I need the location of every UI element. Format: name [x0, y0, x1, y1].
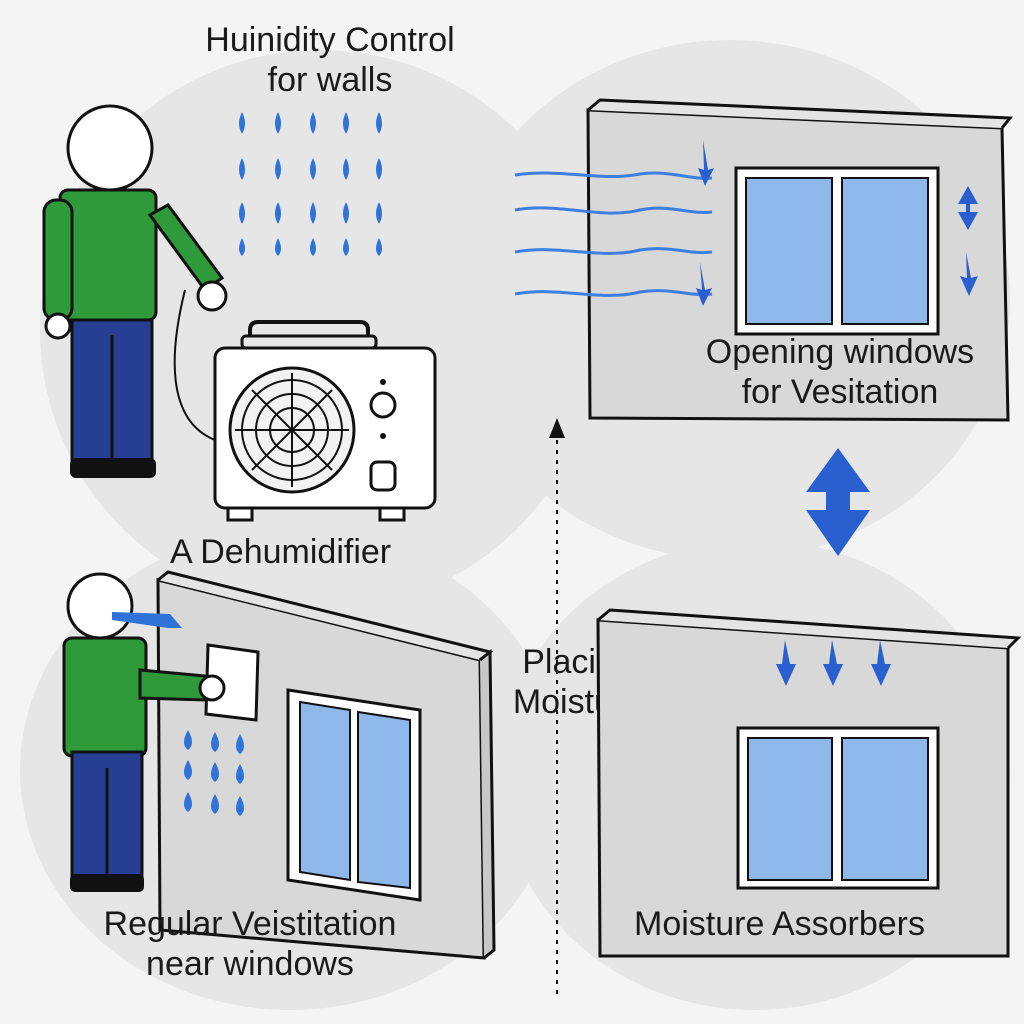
label-moisture-absorbers: Moisture Assorbers [634, 905, 925, 943]
breath-icon [112, 612, 182, 628]
person-shoe [70, 458, 156, 478]
water-drop-icon [236, 796, 244, 816]
water-drop-icon [310, 112, 316, 134]
water-drop-icon [275, 158, 281, 180]
window-pane [745, 177, 833, 325]
water-drop-icon [376, 238, 382, 256]
water-drop-icon [239, 158, 245, 180]
water-drop-icon [376, 112, 382, 134]
up-down-arrow-icon [958, 186, 978, 230]
person-hand [198, 674, 226, 702]
water-drop-icon [275, 202, 281, 224]
window-pane [299, 700, 351, 882]
label-opening-windows-line-1: Opening windows [705, 333, 975, 371]
label-regular-ventilation-line-1: Regular Veistitation [103, 905, 397, 943]
button-icon [369, 460, 397, 492]
label-opening-windows: Opening windows for Vesitation [660, 332, 1020, 412]
label-dehumidifier: A Dehumidifier [170, 533, 392, 571]
down-arrow-icon [823, 640, 843, 686]
person-hand [196, 280, 228, 312]
water-drop-icon [239, 238, 245, 256]
arrow-head-icon [549, 418, 565, 438]
water-drop-icon [239, 202, 245, 224]
airflow-line [514, 247, 713, 255]
down-arrow-icon [776, 640, 796, 686]
water-drop-icon [211, 732, 219, 752]
airflow-line [514, 289, 713, 297]
water-drop-icon [376, 158, 382, 180]
water-drop-icon [376, 202, 382, 224]
knob-icon [369, 391, 397, 419]
water-drop-icon [211, 762, 219, 782]
water-drop-icon [184, 792, 192, 812]
water-drop-icon [343, 112, 349, 134]
label-opening-windows-line-2: for Vesitation [741, 373, 939, 411]
window-pane [747, 737, 833, 881]
person-arm [147, 203, 225, 293]
water-drop-icon [310, 158, 316, 180]
power-cord [173, 289, 216, 441]
down-arrow-icon [871, 640, 891, 686]
person-hand [44, 312, 72, 340]
window-pane [841, 737, 929, 881]
down-arrow-icon [696, 262, 712, 306]
person-arm [138, 668, 207, 702]
water-drop-icon [236, 764, 244, 784]
airflow-line [514, 171, 713, 180]
water-drop-icon [184, 760, 192, 780]
label-regular-ventilation: Regular Veistitation near windows [40, 904, 460, 984]
window-pane [357, 710, 411, 890]
water-drop-icon [239, 112, 245, 134]
water-drop-icon [275, 112, 281, 134]
water-drop-icon [236, 734, 244, 754]
water-drop-icon [310, 238, 316, 256]
water-drop-icon [343, 158, 349, 180]
diagram-title: Huinidity Control for walls [150, 20, 510, 100]
water-drop-icon [184, 730, 192, 750]
down-arrow-icon [960, 252, 978, 296]
water-drop-icon [211, 794, 219, 814]
label-regular-ventilation-line-2: near windows [146, 945, 354, 983]
down-arrow-icon [698, 140, 714, 186]
water-drop-icon [343, 202, 349, 224]
title-line-2: for walls [267, 61, 393, 99]
airflow-line [514, 206, 713, 215]
water-drop-icon [343, 238, 349, 256]
window-pane [841, 177, 929, 325]
water-drop-icon [310, 202, 316, 224]
person-shoe [70, 874, 144, 892]
title-line-1: Huinidity Control [205, 21, 455, 59]
water-drop-icon [275, 238, 281, 256]
